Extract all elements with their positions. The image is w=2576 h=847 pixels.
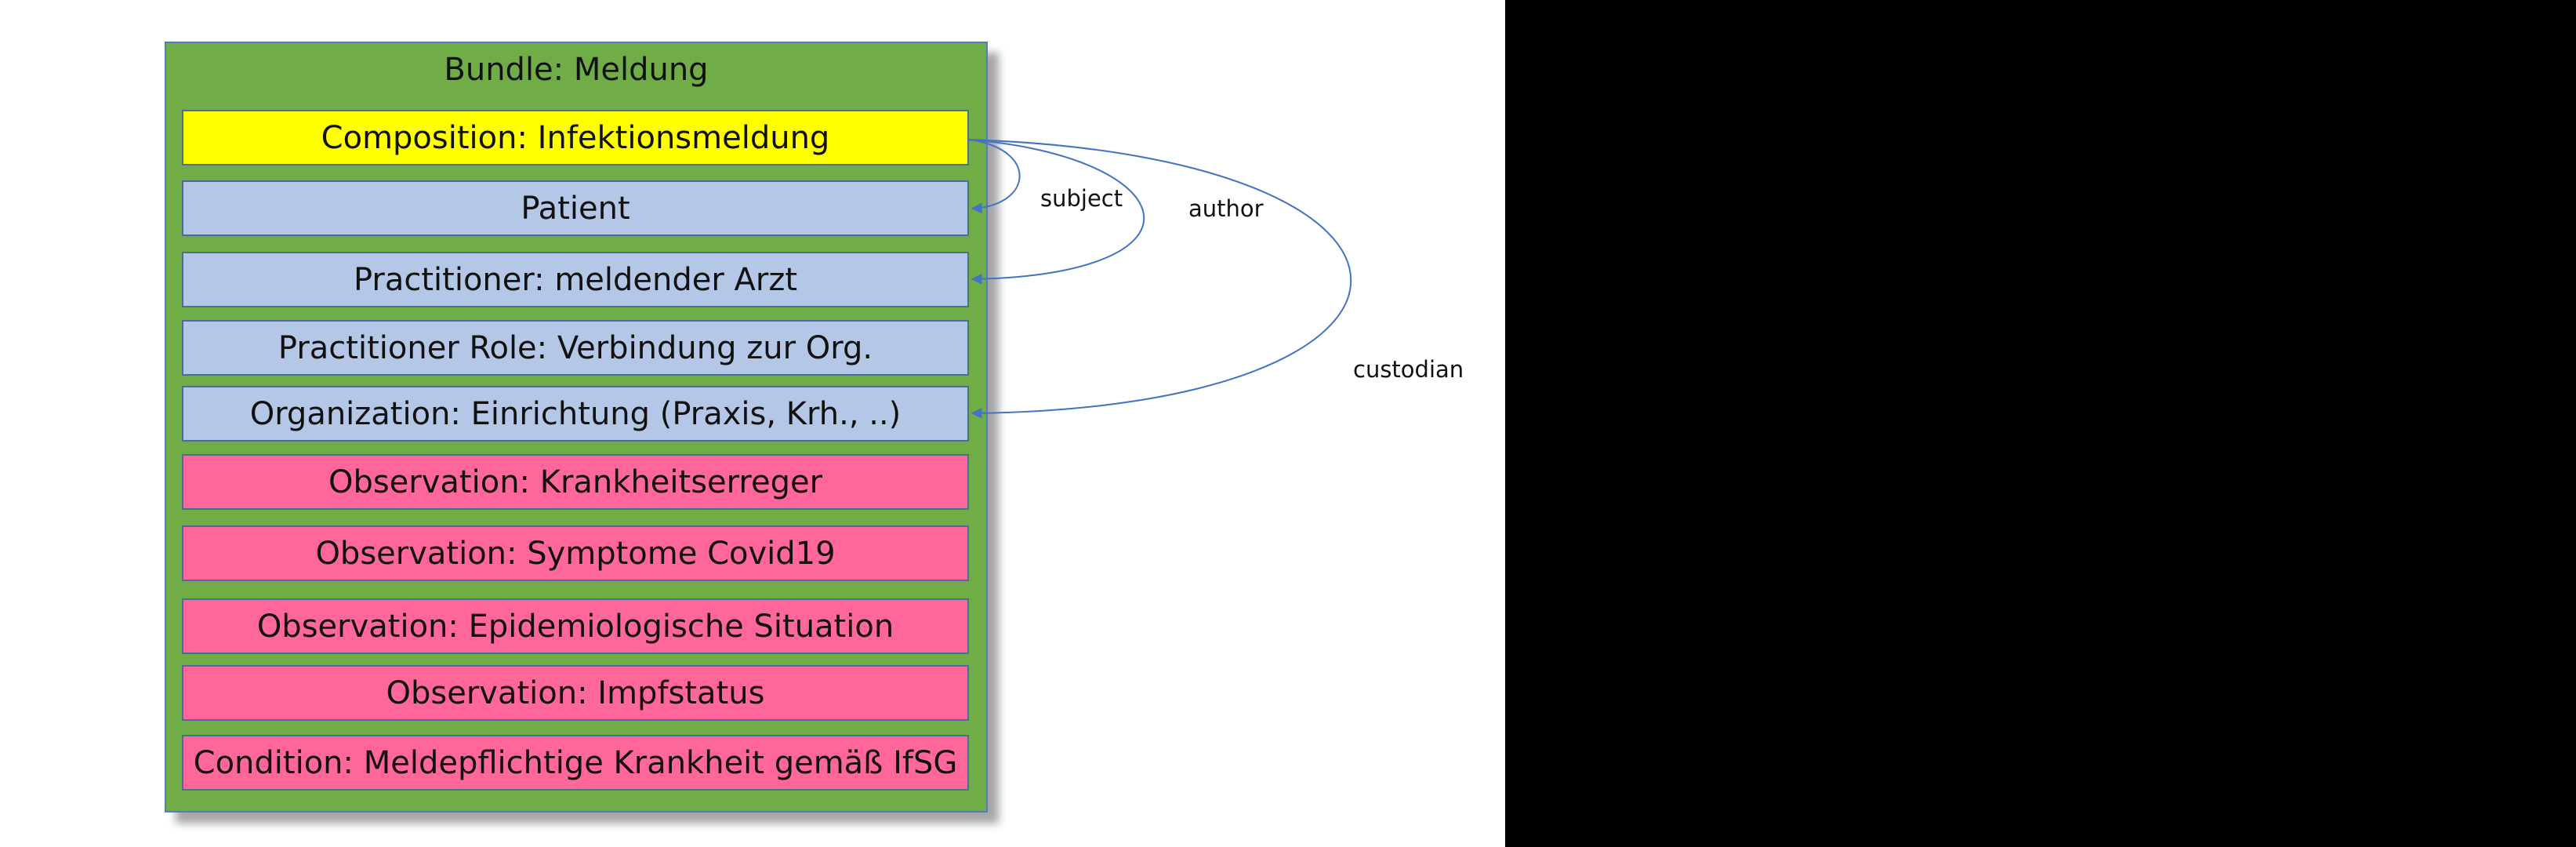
observation-epidemiologie-box: Observation: Epidemiologische Situation bbox=[182, 598, 969, 654]
condition-box: Condition: Meldepflichtige Krankheit gem… bbox=[182, 735, 969, 791]
practitioner-role-box: Practitioner Role: Verbindung zur Org. bbox=[182, 320, 969, 376]
observation-impfstatus-box: Observation: Impfstatus bbox=[182, 665, 969, 721]
patient-box: Patient bbox=[182, 180, 969, 236]
custodian-label: custodian bbox=[1353, 356, 1464, 383]
black-background-panel bbox=[1505, 0, 2576, 847]
practitioner-box: Practitioner: meldender Arzt bbox=[182, 252, 969, 307]
custodian-arrow bbox=[968, 139, 1352, 419]
observation-krankheitserreger-box: Observation: Krankheitserreger bbox=[182, 454, 969, 510]
composition-box: Composition: Infektionsmeldung bbox=[182, 110, 969, 165]
subject-label: subject bbox=[1040, 185, 1123, 212]
organization-box: Organization: Einrichtung (Praxis, Krh.,… bbox=[182, 386, 969, 442]
observation-symptome-box: Observation: Symptome Covid19 bbox=[182, 525, 969, 581]
author-label: author bbox=[1188, 195, 1264, 222]
bundle-title: Bundle: Meldung bbox=[444, 52, 709, 88]
